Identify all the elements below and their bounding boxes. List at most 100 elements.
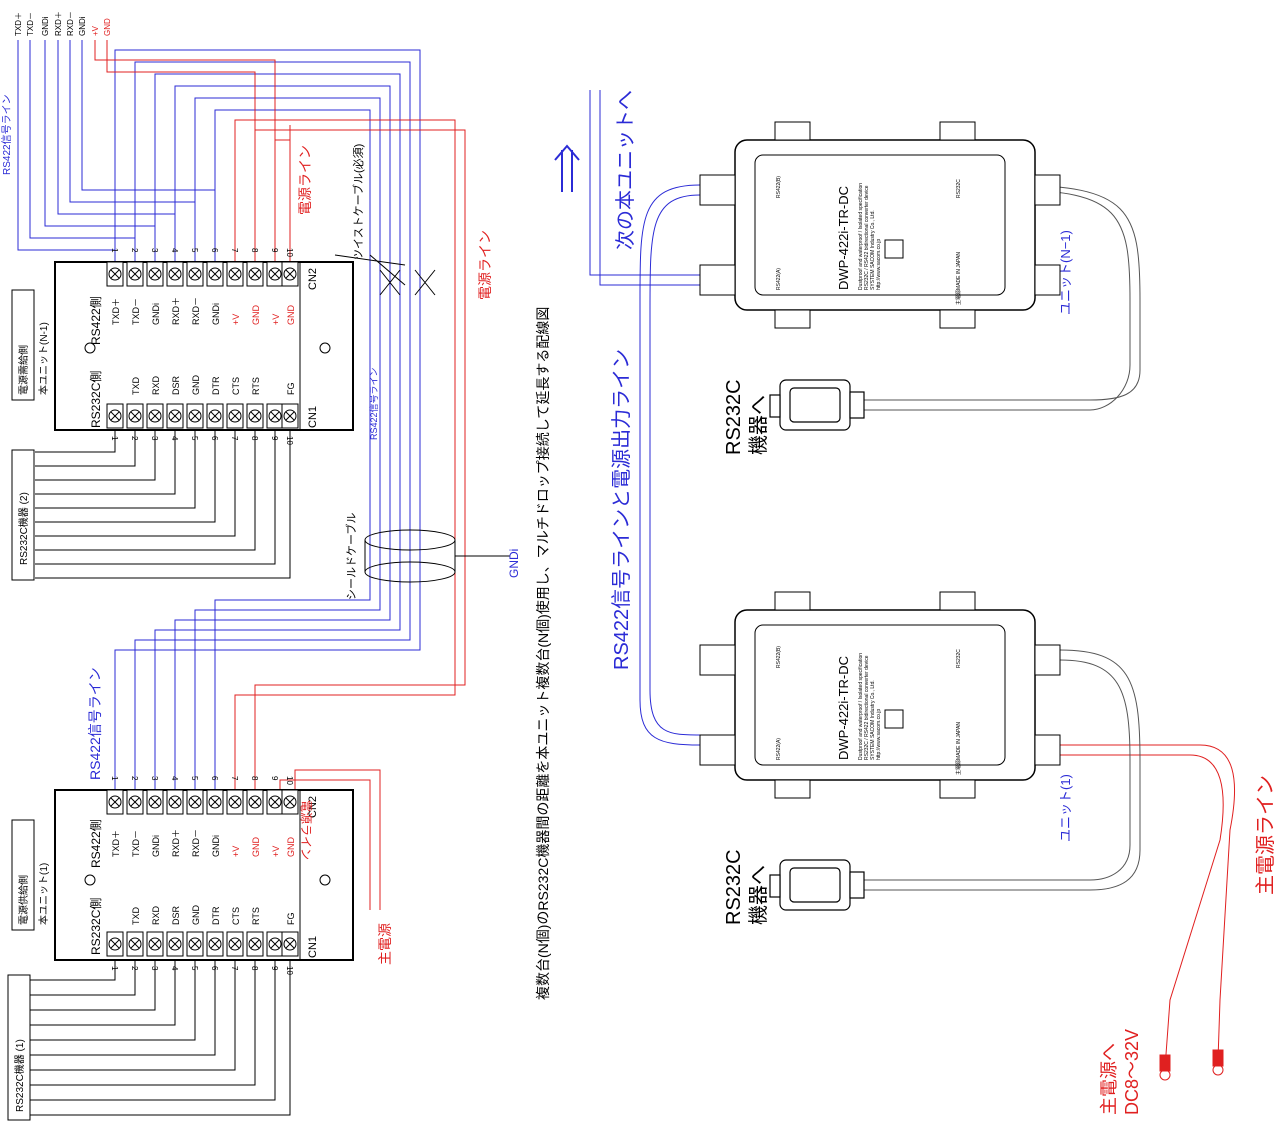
terminal-screw: [266, 403, 284, 429]
pin-number: 7: [230, 436, 239, 441]
port-label: 主電源: [955, 760, 962, 775]
upper-cn1: CN1: [307, 406, 319, 428]
cn2-pin-label: RXD－: [191, 297, 201, 325]
main-power-label: 主電源: [377, 923, 393, 965]
lower-cn1: CN1: [307, 936, 319, 958]
cn1-pin-label: GND: [191, 375, 201, 396]
model-desc: http://www.sacom.co.jp: [876, 709, 882, 760]
pin-number: 8: [250, 248, 259, 253]
pin-number: 1: [110, 966, 119, 971]
pin-number: 10: [285, 776, 294, 785]
pin-number: 6: [210, 436, 219, 441]
terminal-screw: [106, 789, 124, 815]
terminal-screw: [166, 789, 184, 815]
to-rs232c-upper-1: RS232C: [723, 379, 745, 455]
supply-lower-label: 電源供給側: [17, 875, 30, 925]
port-label: RS232C: [956, 179, 962, 198]
terminal-screw: [186, 261, 204, 287]
pin-number: 5: [190, 966, 199, 971]
pin-number: 2: [130, 248, 139, 253]
pin-number: 7: [230, 776, 239, 781]
unit-lower: [54, 789, 354, 961]
terminal-screw: [281, 403, 299, 429]
terminal-screw: [186, 789, 204, 815]
terminal-screw: [146, 261, 164, 287]
pin-number: 7: [230, 966, 239, 971]
power-line-b-label: 電源ライン: [477, 230, 493, 300]
cn1-pin-label: RTS: [251, 907, 261, 925]
cn2-pin-label: TXD－: [131, 298, 141, 325]
terminal-screw: [206, 789, 224, 815]
terminal-screw: [281, 789, 299, 815]
cn2-pin-label: +V: [271, 846, 281, 857]
cn2-pin-label: GNDi: [151, 303, 161, 325]
power-line-a-label: 電源ライン: [297, 145, 313, 215]
cn2-pin-label: +V: [271, 314, 281, 325]
terminal-screw: [126, 403, 144, 429]
pin-number: 5: [190, 248, 199, 253]
port-label: RS422(A): [776, 268, 782, 290]
pin-number: 10: [285, 248, 294, 257]
made-in: MADE IN JAPAN: [956, 252, 962, 290]
port-label: RS422(B): [776, 176, 782, 198]
pin-number: 7: [230, 248, 239, 253]
lower-cn2: CN2: [307, 796, 319, 818]
pin-number: 6: [210, 966, 219, 971]
cn2-pin-label: TXD－: [131, 830, 141, 857]
terminal-screw: [226, 403, 244, 429]
unit-n1-label: ユニット(N−1): [1058, 230, 1073, 315]
model-desc: SYSTEM SACOM Industry Co., Ltd.: [870, 680, 876, 760]
terminal-screw: [246, 261, 264, 287]
pin-number: 9: [270, 248, 279, 253]
model-name: DWP-422i-TR-DC: [836, 186, 851, 290]
terminal-screw: [266, 789, 284, 815]
cn1-pin-label: RTS: [251, 377, 261, 395]
legend-entry: TXD＋: [14, 12, 23, 36]
dc-range-label: DC8～32V: [1122, 1029, 1142, 1115]
model-desc: Dustproof and waterproof / Isolated spec…: [858, 653, 864, 760]
terminal-screw: [206, 931, 224, 957]
pin-number: 6: [210, 776, 219, 781]
cn1-pin-label: DSR: [171, 905, 181, 925]
cn1-pin-label: TXD: [131, 906, 141, 925]
pin-number: 4: [170, 776, 179, 781]
cn1-pin-label: DSR: [171, 375, 181, 395]
terminal-screw: [106, 261, 124, 287]
legend-entry: +V: [91, 25, 100, 36]
port-label: RS422(B): [776, 646, 782, 668]
shield-cable: [364, 529, 510, 583]
cn2-pin-label: TXD＋: [111, 298, 121, 325]
pin-number: 3: [150, 436, 159, 441]
dwp-converter: DWP-422i-TR-DC Dustproof and waterproof /…: [699, 591, 1061, 799]
pin-number: 3: [150, 966, 159, 971]
cn2-pin-label: RXD－: [191, 829, 201, 857]
pin-number: 4: [170, 966, 179, 971]
upper-rs232c-side: RS232C側: [89, 371, 103, 428]
power-line-c-label: 電源ライン: [299, 800, 313, 860]
terminal-screw: [126, 931, 144, 957]
cn2-pin-label: RXD＋: [171, 829, 181, 857]
cn1-pin-label: FG: [286, 383, 296, 396]
pin-number: 1: [110, 436, 119, 441]
terminal-screw: [281, 931, 299, 957]
model-desc: http://www.sacom.co.jp: [876, 239, 882, 290]
db9-connector-upper: [769, 379, 865, 431]
terminal-screw: [166, 931, 184, 957]
model-name: DWP-422i-TR-DC: [836, 656, 851, 760]
terminal-screw: [146, 403, 164, 429]
pin-number: 6: [210, 248, 219, 253]
terminal-screw: [146, 789, 164, 815]
terminal-screw: [166, 403, 184, 429]
rs232c-wiring: [30, 184, 1141, 1116]
pin-number: 10: [285, 966, 294, 975]
legend-entry: TXD－: [26, 12, 35, 36]
cn1-pin-label: TXD: [131, 376, 141, 395]
converter-devices: DWP-422i-TR-DC Dustproof and waterproof /…: [699, 121, 1061, 799]
twist-cable-marks: [334, 254, 436, 296]
pin-number: 8: [250, 436, 259, 441]
shield-cable-label: シールドケーブル: [344, 513, 358, 600]
pin-number: 9: [270, 436, 279, 441]
supply-box-upper: 電源需給側: [11, 289, 35, 401]
